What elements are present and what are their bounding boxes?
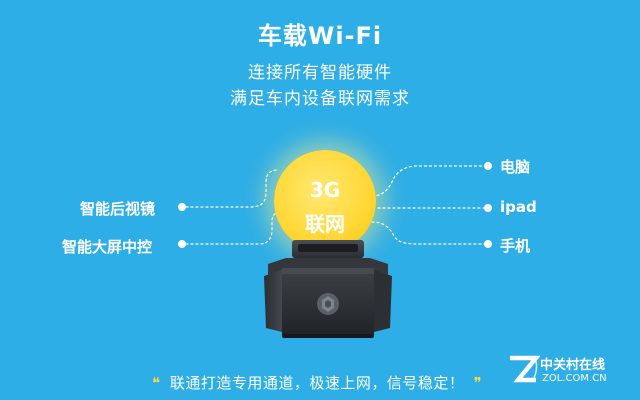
subtitle-line-2: 满足车内设备联网需求	[230, 89, 410, 109]
left-dot-1	[178, 203, 186, 211]
quote-open-icon: ❝	[152, 374, 161, 392]
subtitle-line-1: 连接所有智能硬件	[248, 63, 392, 83]
subtitle: 连接所有智能硬件 满足车内设备联网需求	[0, 60, 640, 112]
right-dot-3	[484, 240, 492, 248]
zol-logo-icon	[510, 355, 540, 383]
page-title: 车载Wi-Fi	[257, 22, 383, 50]
connector-line-right-3	[371, 221, 485, 245]
right-dot-2	[484, 204, 492, 212]
footer-text: 联通打造专用通道，极速上网，信号稳定！	[169, 374, 465, 392]
footer-slogan: ❝ 联通打造专用通道，极速上网，信号稳定！ ❞	[148, 372, 486, 393]
label-smart-screen-console: 智能大屏中控	[62, 238, 153, 256]
watermark-url: ZOL.COM.CN	[542, 373, 607, 384]
watermark-brand: 中关村在线	[540, 358, 606, 373]
label-computer: 电脑	[500, 158, 531, 176]
quote-close-icon: ❞	[473, 374, 483, 392]
connector-line-right-1	[371, 165, 485, 197]
network-badge	[274, 150, 376, 252]
badge-3g-text: 3G	[309, 178, 341, 202]
connector-line-left-2	[185, 211, 283, 245]
connector-line-left-1	[185, 169, 279, 208]
label-ipad: ipad	[500, 198, 537, 216]
label-smart-rearview-mirror: 智能后视镜	[80, 200, 156, 218]
obd-wifi-device	[264, 240, 392, 338]
left-dot-2	[178, 240, 186, 248]
right-dot-1	[484, 162, 492, 170]
badge-network-text: 联网	[305, 212, 345, 236]
label-phone: 手机	[500, 237, 531, 255]
